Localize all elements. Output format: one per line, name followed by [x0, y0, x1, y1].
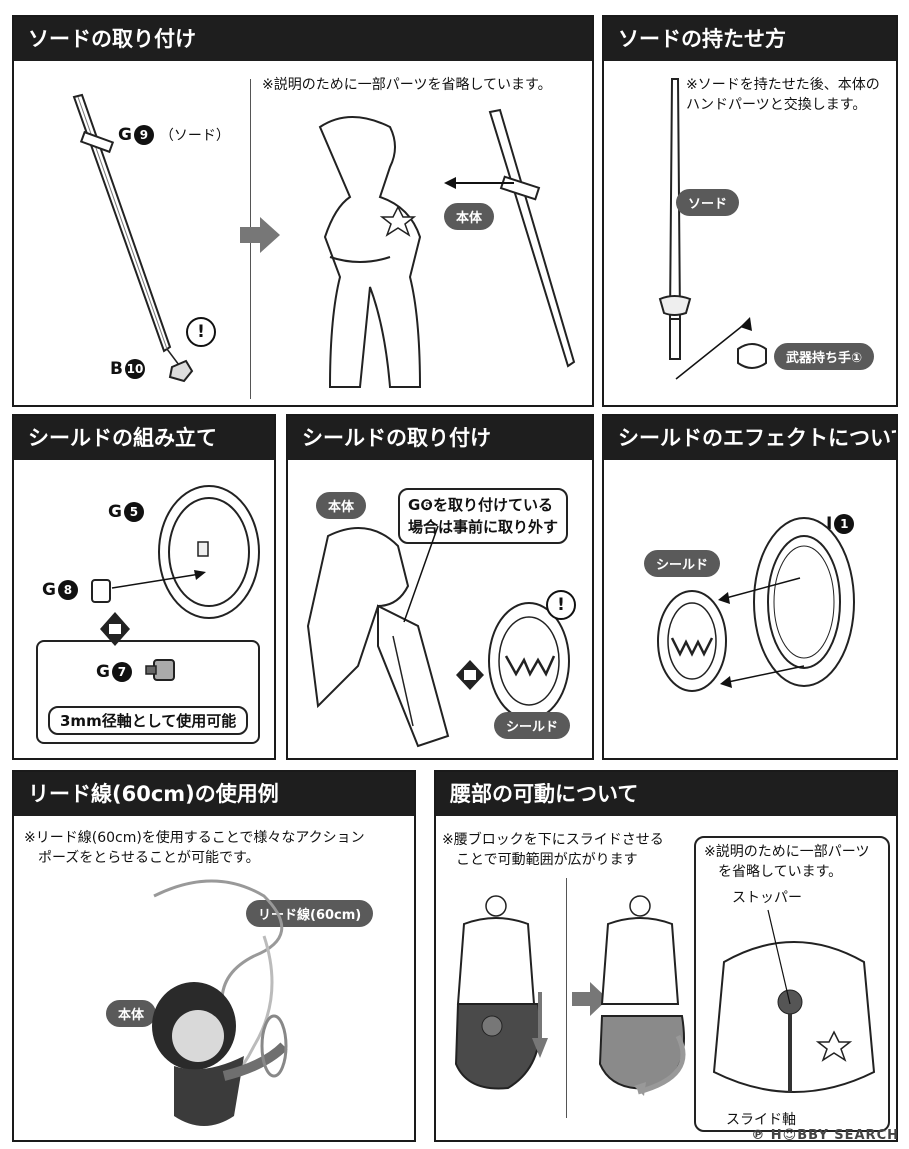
omission-note: ※説明のために一部パーツを省略しています。 — [262, 77, 552, 93]
lead-wire-pose-photo — [152, 879, 288, 1126]
sword-on-body-illustration — [488, 108, 576, 368]
panel-shield-attach: シールドの取り付け 本体 G❻を取り付けている 場合は事前に取り外す ! シール… — [286, 414, 594, 760]
site-watermark: ℗ H☺BBY SEARCH — [751, 1128, 899, 1143]
panel-title: ソードの取り付け — [14, 17, 592, 61]
part-number-badge: 1 — [834, 514, 855, 534]
panel-title: シールドのエフェクトについて — [604, 416, 896, 460]
shield-label: シールド — [494, 712, 571, 739]
attach-arrow — [444, 177, 514, 189]
panel-title: シールドの組み立て — [14, 416, 274, 460]
waist-before-illustration — [454, 895, 541, 1090]
hand-swap-arrow — [675, 317, 752, 380]
figure-arm-illustration — [306, 527, 450, 748]
panel-sword-hold: ソードの持たせ方 ※ソードを持たせた後、本体の ハンドパーツと交換します。 ソー… — [602, 15, 898, 407]
part-number-badge: 10 — [124, 359, 145, 379]
lead-wire-label: リード線(60cm) — [246, 900, 374, 927]
held-sword-illustration — [658, 78, 692, 360]
shield-attach-illustration — [488, 602, 570, 720]
caution-icon: ! — [186, 317, 216, 347]
detail-box — [694, 836, 890, 1132]
panel-divider — [566, 878, 567, 1118]
panel-title: ソードの持たせ方 — [604, 17, 896, 61]
lead-wire-note: ※リード線(60cm)を使用することで様々なアクション ポーズをとらせることが可… — [24, 830, 365, 866]
shield-label: シールド — [644, 550, 721, 577]
slide-axis-label: スライド軸 — [726, 1112, 796, 1128]
waist-slide-note: ※腰ブロックを下にスライドさせる ことで可動範囲が広がります — [442, 832, 664, 868]
stopper-detail-illustration — [712, 941, 876, 1093]
shield-front-illustration — [657, 590, 727, 692]
body-label: 本体 — [444, 203, 495, 230]
slide-down-arrow-icon — [532, 992, 548, 1058]
shield-effect-ring-illustration — [753, 517, 855, 687]
panel-title: シールドの取り付け — [288, 416, 592, 460]
stopper-label: ストッパー — [732, 890, 802, 906]
part-number-badge: 7 — [111, 662, 132, 682]
weapon-hand-part-illustration — [737, 343, 767, 369]
hand-swap-note: ※ソードを持たせた後、本体の ハンドパーツと交換します。 — [686, 77, 880, 113]
alternative-part-box — [36, 640, 260, 744]
panel-title: リード線(60cm)の使用例 — [14, 772, 414, 816]
callout-pointer — [403, 525, 439, 623]
body-label: 本体 — [316, 492, 367, 519]
right-arrow-icon — [240, 217, 280, 253]
part-number-badge: 9 — [133, 125, 154, 145]
right-arrow-icon — [572, 982, 608, 1016]
panel-title: 腰部の可動について — [436, 772, 896, 816]
caution-icon: ! — [546, 590, 576, 620]
effect-attach-arrows — [718, 577, 805, 688]
stopper-pointer — [767, 909, 791, 1005]
exchange-diamond-icon — [100, 612, 130, 646]
body-label: 本体 — [106, 1000, 157, 1027]
shield-frame-illustration — [158, 485, 260, 619]
peg-part-illustration — [145, 659, 175, 681]
axis-note-box: 3mm径軸として使用可能 — [48, 706, 249, 735]
removal-callout: G❻を取り付けている 場合は事前に取り外す — [398, 488, 569, 544]
sword-part-illustration — [72, 93, 194, 383]
sword-label: ソード — [676, 189, 740, 216]
weapon-hand-label: 武器持ち手① — [774, 343, 875, 370]
waist-after-illustration — [598, 895, 686, 1096]
connector-part-illustration — [91, 570, 206, 603]
part-number-badge: 5 — [123, 502, 144, 522]
panel-waist: 腰部の可動について ※腰ブロックを下にスライドさせる ことで可動範囲が広がります… — [434, 770, 898, 1142]
part-number-badge: 8 — [57, 580, 78, 600]
panel-lead-wire: リード線(60cm)の使用例 ※リード線(60cm)を使用することで様々なアクシ… — [12, 770, 416, 1142]
figure-body-illustration — [318, 116, 422, 388]
exchange-diamond-icon — [456, 660, 484, 690]
omission-note: ※説明のために一部パーツ を省略しています。 — [704, 844, 870, 880]
